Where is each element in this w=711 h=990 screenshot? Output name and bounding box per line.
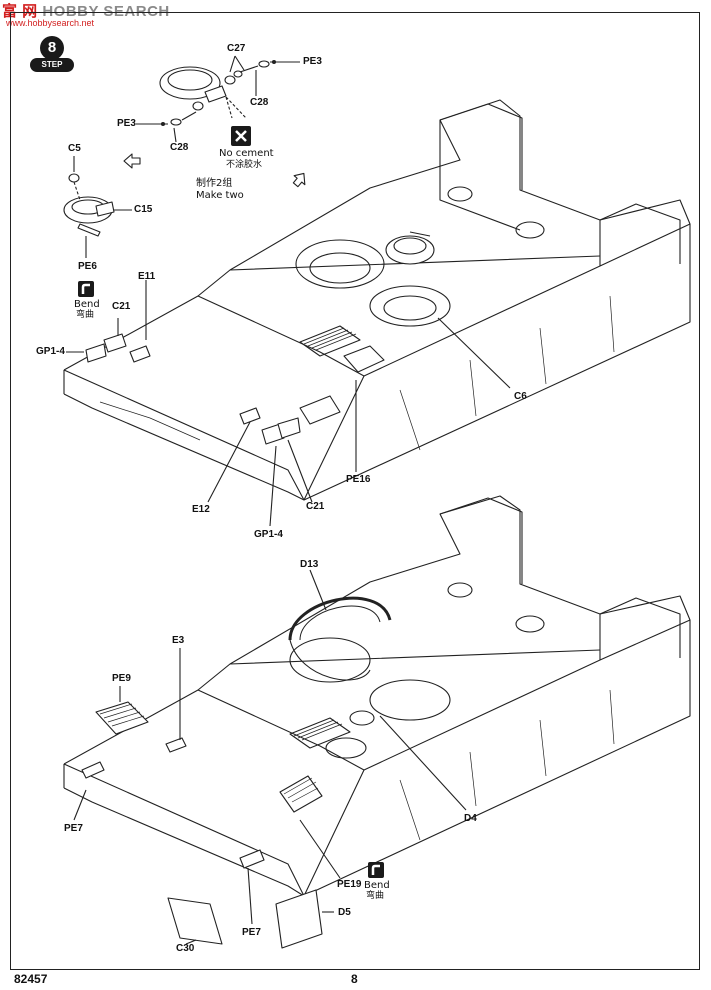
part-label-c30: C30: [176, 943, 195, 954]
part-label-d4: D4: [464, 813, 477, 824]
bend-icon: [78, 281, 94, 297]
no-cement-note: No cement: [219, 148, 274, 159]
step-word: STEP: [30, 58, 74, 72]
step-badge: 8 STEP: [28, 36, 76, 74]
part-label-c27: C27: [227, 43, 246, 54]
c15-hatch-drawing: [63, 173, 115, 237]
make-two-note-cn: 制作2组: [196, 178, 233, 189]
bend-note-cn: 弯曲: [76, 310, 95, 320]
no-cement-icon: [231, 126, 251, 146]
watermark-url: www.hobbysearch.net: [6, 18, 95, 28]
part-label-d5: D5: [338, 907, 351, 918]
page-number: 8: [351, 972, 358, 986]
part-label-pe16: PE16: [346, 474, 371, 485]
part-label-c28: C28: [170, 142, 189, 153]
part-label-c5: C5: [68, 143, 81, 154]
no-cement-note-cn: 不涂胶水: [226, 160, 263, 170]
part-label-d13: D13: [300, 559, 319, 570]
part-label-e11: E11: [138, 271, 156, 282]
part-label-pe3: PE3: [303, 56, 322, 67]
part-label-c21: C21: [112, 301, 131, 312]
part-label-c21: C21: [306, 501, 325, 512]
hatch-subassembly-drawing: [159, 60, 270, 126]
part-label-pe6: PE6: [78, 261, 97, 272]
make-two-note: Make two: [196, 190, 244, 201]
part-label-c28: C28: [250, 97, 269, 108]
product-code: 82457: [14, 972, 48, 986]
part-label-c6: C6: [514, 391, 527, 402]
part-label-pe7: PE7: [242, 927, 261, 938]
part-label-pe7: PE7: [64, 823, 83, 834]
page-frame: [10, 12, 700, 970]
watermark-brand: HOBBY SEARCH: [42, 3, 170, 20]
upper-hull-drawing-bottom: [63, 495, 691, 949]
step-number: 8: [40, 36, 64, 60]
upper-hull-drawing-top: [63, 99, 691, 501]
part-label-c15: C15: [134, 204, 153, 215]
part-label-pe9: PE9: [112, 673, 131, 684]
bend-note: Bend: [74, 299, 100, 310]
bend-note: Bend: [364, 880, 390, 891]
part-label-gp1-4: GP1-4: [36, 346, 65, 357]
part-label-pe19: PE19: [337, 879, 362, 890]
part-label-e12: E12: [192, 504, 210, 515]
bend-note-cn: 弯曲: [366, 891, 385, 901]
bend-icon: [368, 862, 384, 878]
part-label-pe3: PE3: [117, 118, 136, 129]
part-label-gp1-4: GP1-4: [254, 529, 283, 540]
part-label-e3: E3: [172, 635, 185, 646]
